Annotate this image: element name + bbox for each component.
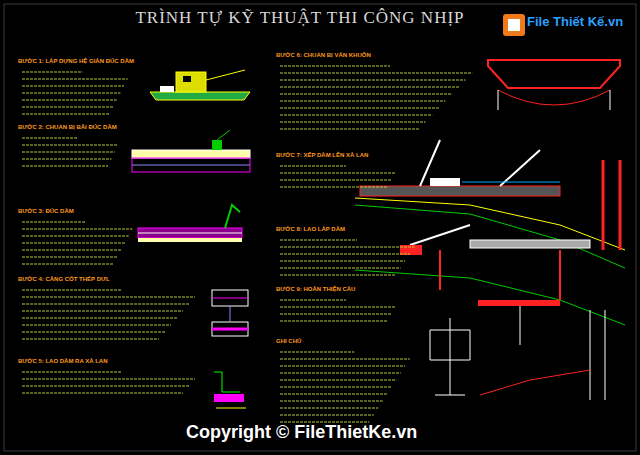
text-line-mark [280,172,395,173]
text-line-mark [22,235,129,236]
step-heading: BƯỚC 1: LẮP DỰNG HỆ GIÀN ĐÚC DẦM [18,58,134,65]
text-line-mark [22,392,183,393]
text-line-mark [280,365,405,366]
step-heading: BƯỚC 4: CĂNG CỐT THÉP DƯL [18,276,110,283]
text-line-mark [22,303,189,304]
text-line-mark [22,338,159,339]
step-heading: BƯỚC 8: LAO LẮP DẦM [276,226,345,233]
text-line-mark [280,379,396,380]
watermark: Copyright © FileThietKe.vn [186,423,417,443]
text-line-mark [22,151,115,152]
text-line-mark [280,79,466,80]
text-line-mark [280,72,472,73]
text-line-mark [280,186,387,187]
text-line-mark [280,274,396,275]
text-line-mark [280,267,401,268]
text-line-mark [280,179,391,180]
text-line-mark [280,407,378,408]
text-line-mark [22,385,189,386]
text-line-mark [22,324,171,325]
text-line-mark [280,351,354,352]
text-line-mark [280,121,426,122]
text-line-mark [280,299,346,300]
text-line-mark [280,313,391,314]
text-line-mark [280,246,415,247]
text-line-mark [280,372,401,373]
text-line-mark [22,310,183,311]
text-line-mark [22,71,83,72]
text-line-mark [22,99,117,100]
text-line-mark [280,260,405,261]
text-line-mark [22,256,117,257]
text-line-mark [22,331,165,332]
text-line-mark [280,239,357,240]
text-line-mark [280,165,346,166]
text-line-mark [280,107,439,108]
text-line-mark [280,86,459,87]
text-line-mark [22,78,128,79]
text-line-mark [22,242,125,243]
text-line-mark [22,228,133,229]
text-line-mark [280,400,383,401]
text-line-mark [280,100,446,101]
text-line-mark [22,289,121,290]
text-line-mark [22,317,177,318]
text-line-mark [280,414,374,415]
text-line-mark [22,113,109,114]
text-line-mark [280,128,419,129]
step-heading: BƯỚC 3: ĐÚC DẦM [18,208,74,215]
text-line-mark [22,249,121,250]
text-line-mark [280,320,387,321]
step-heading: BƯỚC 9: HOÀN THIỆN CẦU [276,286,355,293]
notes-heading: GHI CHÚ [276,338,301,345]
step-heading: BƯỚC 6: CHUẨN BỊ VÁN KHUÔN [276,52,371,59]
text-line-mark [22,165,108,166]
text-line-mark [280,386,392,387]
text-line-mark [22,296,195,297]
text-line-mark [22,158,111,159]
text-line-mark [280,93,452,94]
text-line-mark [22,378,195,379]
text-line-mark [280,393,387,394]
logo-text: File Thiết Kế.vn [527,15,623,29]
text-line-mark [22,144,118,145]
text-line-mark [22,221,85,222]
text-line-mark [280,253,410,254]
step-heading: BƯỚC 7: XẾP DẦM LÊN XÀ LAN [276,152,368,159]
sheet-title: TRÌNH TỰ KỸ THUẬT THI CÔNG NHỊP [135,9,464,28]
text-line-mark [22,137,77,138]
text-line-mark [22,85,124,86]
text-line-mark [280,65,390,66]
step-heading: BƯỚC 5: LAO DẦM RA XÀ LAN [18,358,108,365]
text-line-mark [22,263,113,264]
text-line-mark [280,114,432,115]
text-line-mark [22,92,120,93]
text-line-mark [280,358,410,359]
text-line-mark [280,306,395,307]
text-line-mark [22,371,121,372]
step-heading: BƯỚC 2: CHUẨN BỊ BÃI ĐÚC DẦM [18,124,117,131]
text-line-mark [22,106,113,107]
